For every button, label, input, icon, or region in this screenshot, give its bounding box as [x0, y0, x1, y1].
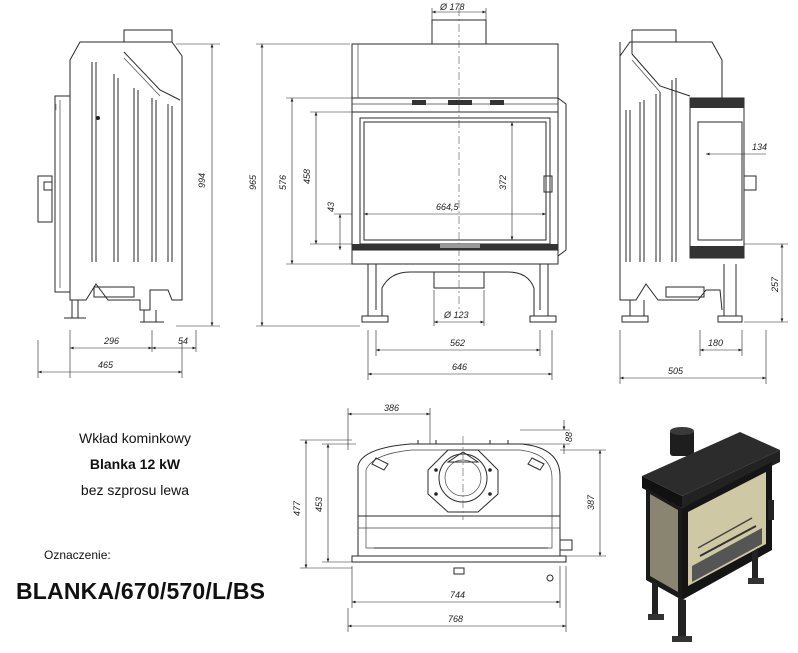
dim-air-inlet: Ø 123 — [443, 310, 469, 320]
dim-air-height: 257 — [770, 276, 780, 293]
dim-side-glass-width: 134 — [752, 142, 767, 152]
top-view — [351, 436, 573, 582]
dimensions-right: 134 257 180 505 — [619, 142, 788, 384]
dim-bottom-offset: 43 — [326, 202, 336, 212]
dim-width-total: 646 — [452, 362, 467, 372]
dim-base-width: 562 — [450, 338, 465, 348]
side-view-left — [37, 29, 183, 323]
dim-base-depth: 180 — [708, 338, 723, 348]
dim-side-depth-total: 465 — [98, 360, 114, 370]
dim-side-depth-inner: 296 — [103, 336, 119, 346]
dim-inner-height: 372 — [498, 175, 508, 190]
product-name: Blanka 12 kW — [89, 456, 181, 472]
dim-side-depth-total-right: 505 — [668, 366, 684, 376]
dim-height-total: 965 — [248, 174, 258, 190]
dim-flue: Ø 178 — [439, 2, 465, 12]
dim-glass-width: 664,5 — [436, 202, 460, 212]
product-variant: bez szprosu lewa — [80, 482, 190, 498]
dim-flue-offset: 386 — [384, 403, 399, 413]
dimensions-top: 386 88 477 453 387 744 768 — [292, 403, 606, 632]
product-render — [642, 427, 780, 642]
dim-top-depth-total: 477 — [292, 500, 302, 516]
dim-top-width-inner: 744 — [450, 590, 465, 600]
product-code: BLANKA/670/570/L/BS — [16, 578, 266, 604]
code-label: Oznaczenie: — [44, 548, 111, 562]
product-line-1: Wkład kominkowy — [78, 430, 192, 446]
side-view-right — [619, 29, 757, 323]
dim-top-depth-front: 387 — [586, 494, 596, 510]
dim-door-height: 576 — [278, 175, 288, 190]
dim-rear-offset: 88 — [564, 432, 574, 442]
dimensions-left: 994 296 54 465 — [37, 43, 220, 378]
dim-side-height: 994 — [197, 173, 207, 188]
dim-top-width-total: 768 — [448, 614, 463, 624]
dim-glass-height: 458 — [302, 169, 312, 184]
dim-side-offset: 54 — [178, 336, 188, 346]
dim-top-depth-mid: 453 — [314, 497, 324, 512]
front-view — [351, 8, 567, 323]
dimensions-front: Ø 178 965 576 458 43 664,5 372 Ø 123 562… — [248, 2, 553, 380]
